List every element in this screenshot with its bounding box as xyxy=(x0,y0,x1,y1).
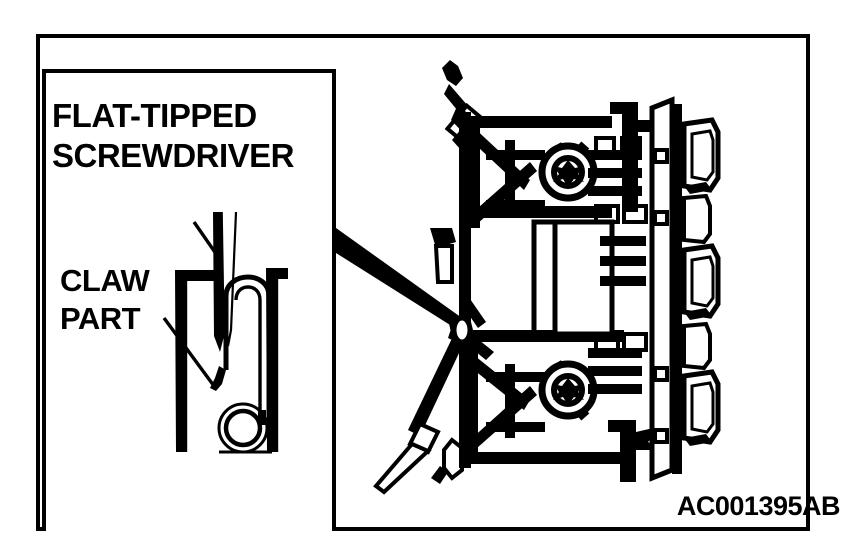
label-claw-line2: PART xyxy=(60,301,141,336)
reference-code: AC001395AB xyxy=(676,491,841,521)
label-screwdriver-line2: SCREWDRIVER xyxy=(52,137,295,174)
label-claw-line1: CLAW xyxy=(60,263,150,298)
label-screwdriver-line1: FLAT-TIPPED xyxy=(52,97,257,134)
label-flat-tipped-screwdriver: FLAT-TIPPED SCREWDRIVER xyxy=(52,96,295,176)
figure-outer-frame xyxy=(36,34,810,531)
label-claw-part: CLAW PART xyxy=(60,262,150,338)
